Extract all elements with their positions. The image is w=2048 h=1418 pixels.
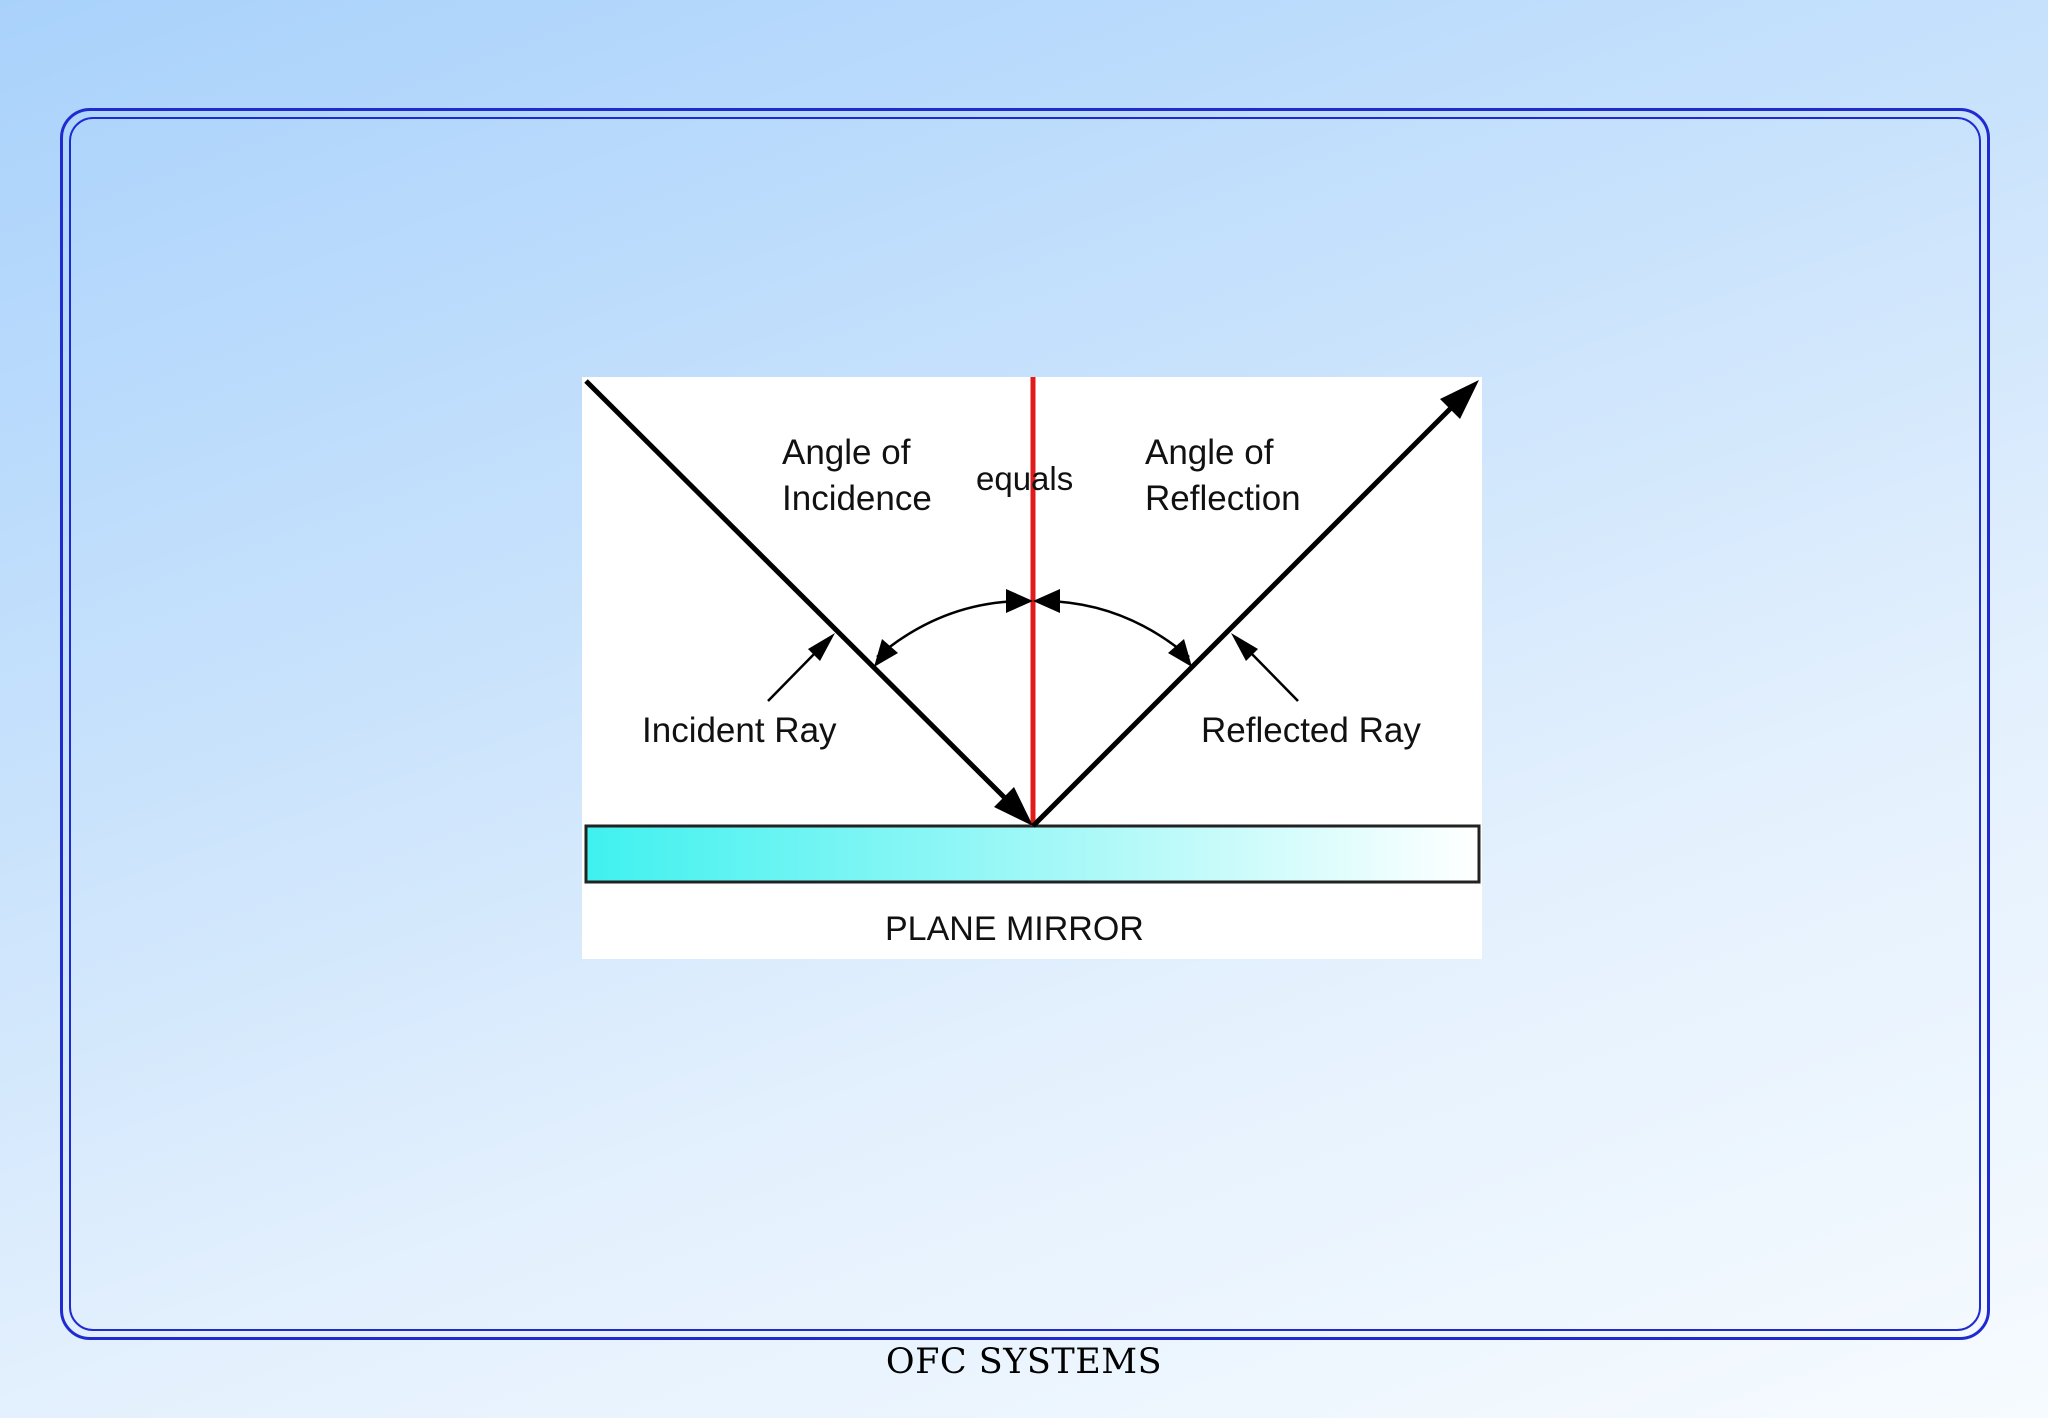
- angle-of-incidence-label-line2: Incidence: [782, 479, 932, 518]
- footer-text: OFC SYSTEMS: [885, 1342, 1163, 1382]
- reflected-ray-arrowhead: [1440, 380, 1479, 419]
- reflection-arc-arrowhead-left: [1033, 589, 1060, 613]
- plane-mirror: [584, 824, 1481, 884]
- incidence-arc-arrowhead-left: [874, 639, 898, 667]
- incident-ray-pointer-arrowhead: [808, 633, 835, 661]
- reflected-ray-label: Reflected Ray: [1201, 711, 1421, 750]
- incident-ray: [584, 379, 1014, 807]
- plane-mirror-label: PLANE MIRROR: [885, 910, 1144, 948]
- slide-frame: [60, 108, 1990, 1340]
- incidence-arc-arrowhead-right: [1006, 589, 1033, 613]
- angle-of-reflection-label-line2: Reflection: [1145, 479, 1301, 518]
- reflection-arc-arrowhead-right: [1168, 639, 1192, 667]
- angle-of-reflection-label-line1: Angle of: [1145, 433, 1274, 472]
- reflection-diagram: Angle of Incidence equals Angle of Refle…: [582, 377, 1482, 959]
- reflection-diagram-svg: Angle of Incidence equals Angle of Refle…: [584, 377, 1481, 948]
- equals-label: equals: [976, 460, 1073, 497]
- slide-frame-inner-border: [69, 117, 1981, 1331]
- reflected-ray: [1031, 395, 1464, 828]
- reflection-angle-arc: [1043, 599, 1190, 658]
- incident-ray-arrowhead: [994, 787, 1033, 826]
- incident-ray-label: Incident Ray: [642, 711, 837, 750]
- reflected-ray-pointer: [1246, 648, 1299, 702]
- reflected-ray-pointer-arrowhead: [1231, 633, 1258, 661]
- incident-ray-pointer: [767, 648, 820, 702]
- angle-of-incidence-label-line1: Angle of: [782, 433, 911, 472]
- incidence-angle-arc: [876, 599, 1023, 658]
